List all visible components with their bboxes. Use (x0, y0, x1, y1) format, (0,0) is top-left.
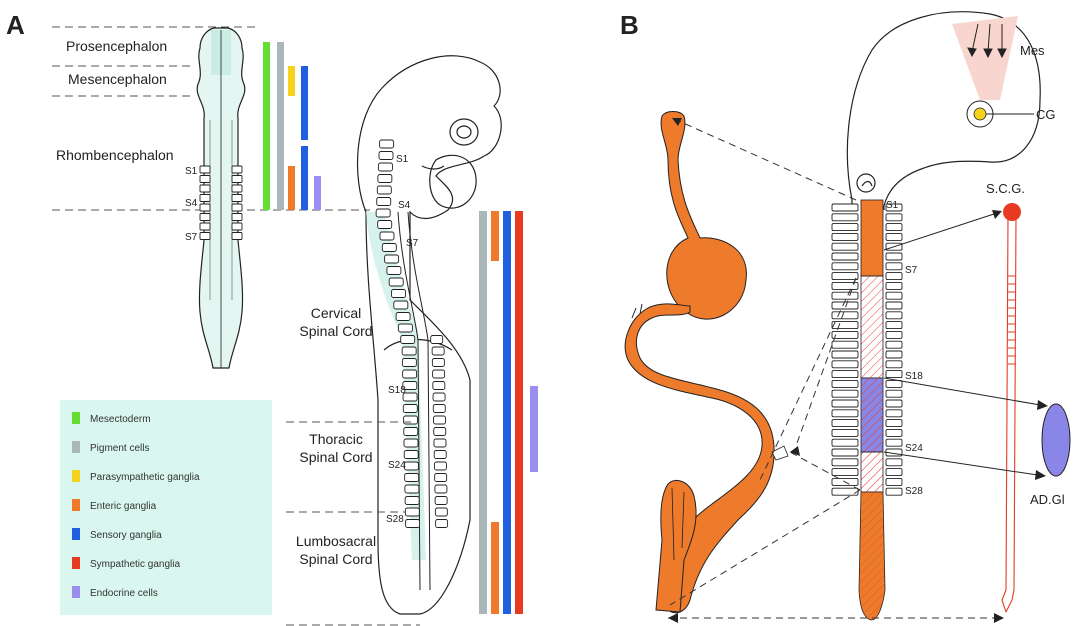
bar-mesectoderm-cranial (263, 42, 270, 210)
label-cg: CG (1036, 107, 1056, 122)
neural-tube-trunk (832, 200, 902, 620)
gut-diagram (625, 112, 788, 613)
gut-foregut (661, 112, 746, 320)
embryo-somite-label-s18: S18 (388, 385, 406, 396)
embryo-somite-label-s1: S1 (396, 154, 409, 165)
region-label-mesencephalon: Mesencephalon (68, 71, 167, 87)
region-label-prosencephalon: Prosencephalon (66, 38, 167, 54)
legend-label-6: Sympathetic ganglia (90, 559, 180, 570)
region-label-thoracic-sub: Spinal Cord (299, 449, 372, 465)
b-somite-label-s18: S18 (905, 371, 923, 382)
embryo-somite-label-s28: S28 (386, 514, 404, 525)
legend-swatch-1 (72, 412, 80, 424)
bar-pigment-trunk (479, 211, 487, 614)
projection-arrows (884, 212, 1046, 476)
b-somite-label-s1: S1 (886, 200, 899, 211)
bar-sensory-trunk (503, 211, 511, 614)
bar-endocrine-trunk (530, 386, 538, 472)
legend-label-5: Sensory ganglia (90, 530, 162, 541)
legend-swatch-7 (72, 586, 80, 598)
legend-swatch-6 (72, 557, 80, 569)
legend-swatch-5 (72, 528, 80, 540)
region-label-cervical-sub: Spinal Cord (299, 323, 372, 339)
legend-label-7: Endocrine cells (90, 588, 158, 599)
bar-sensory-cranial-2 (301, 146, 308, 210)
crest-adrenal-hatch (861, 378, 883, 452)
region-label-cervical: Cervical (311, 305, 362, 321)
legend-label-1: Mesectoderm (90, 414, 151, 425)
embryo-somite-label-s7: S7 (406, 238, 419, 249)
legend-swatch-2 (72, 441, 80, 453)
crest-cervical-orange (861, 200, 883, 276)
crest-sacral-hatch (859, 492, 885, 620)
crest-thoracic-hatched-upper (861, 276, 883, 378)
adrenal-gland (1042, 404, 1070, 476)
legend-label-3: Parasympathetic ganglia (90, 472, 200, 483)
region-label-lumbosacral-sub: Spinal Cord (299, 551, 372, 567)
region-label-rhombencephalon: Rhombencephalon (56, 147, 174, 163)
sympathetic-chain (1002, 203, 1021, 612)
bar-sensory-cranial-1 (301, 66, 308, 140)
flat-somite-label-s1: S1 (185, 166, 198, 177)
b-somite-label-s24: S24 (905, 443, 923, 454)
b-somite-label-s28: S28 (905, 486, 923, 497)
gut-midgut (625, 304, 774, 613)
bar-enteric-cranial (288, 166, 295, 210)
trunk-contribution-bars (479, 211, 538, 614)
label-scg: S.C.G. (986, 181, 1025, 196)
legend-swatch-3 (72, 470, 80, 482)
label-adgl: AD.Gl (1030, 492, 1065, 507)
panel-b-label: B (620, 10, 639, 40)
bar-pigment-cranial (277, 42, 284, 210)
flat-neural-tube (197, 28, 245, 368)
bar-parasympathetic-cranial (288, 66, 295, 96)
legend-label-2: Pigment cells (90, 443, 149, 454)
superior-cervical-ganglion (1003, 203, 1021, 221)
flat-somite-label-s4: S4 (185, 198, 198, 209)
legend-label-4: Enteric ganglia (90, 501, 157, 512)
projection-arrowheads (992, 210, 1048, 480)
b-somite-label-s7: S7 (905, 265, 918, 276)
region-label-lumbosacral: Lumbosacral (296, 533, 376, 549)
flat-somite-label-s7: S7 (185, 232, 198, 243)
bar-sympathetic-trunk (515, 211, 523, 614)
legend-swatch-4 (72, 499, 80, 511)
ciliary-ganglion (967, 101, 1034, 127)
bar-endocrine-cranial (314, 176, 321, 210)
panel-a-label: A (6, 10, 25, 40)
cranial-contribution-bars (263, 42, 321, 210)
mes-region-fan (952, 16, 1018, 100)
region-label-thoracic: Thoracic (309, 431, 363, 447)
bar-enteric-trunk-sacral (491, 522, 499, 614)
label-mes: Mes (1020, 43, 1045, 58)
crest-thoracic-hatched-lower (861, 452, 883, 492)
embryo-somite-label-s4: S4 (398, 200, 411, 211)
embryo-somite-label-s24: S24 (388, 460, 406, 471)
bar-enteric-trunk-vagal (491, 211, 499, 261)
